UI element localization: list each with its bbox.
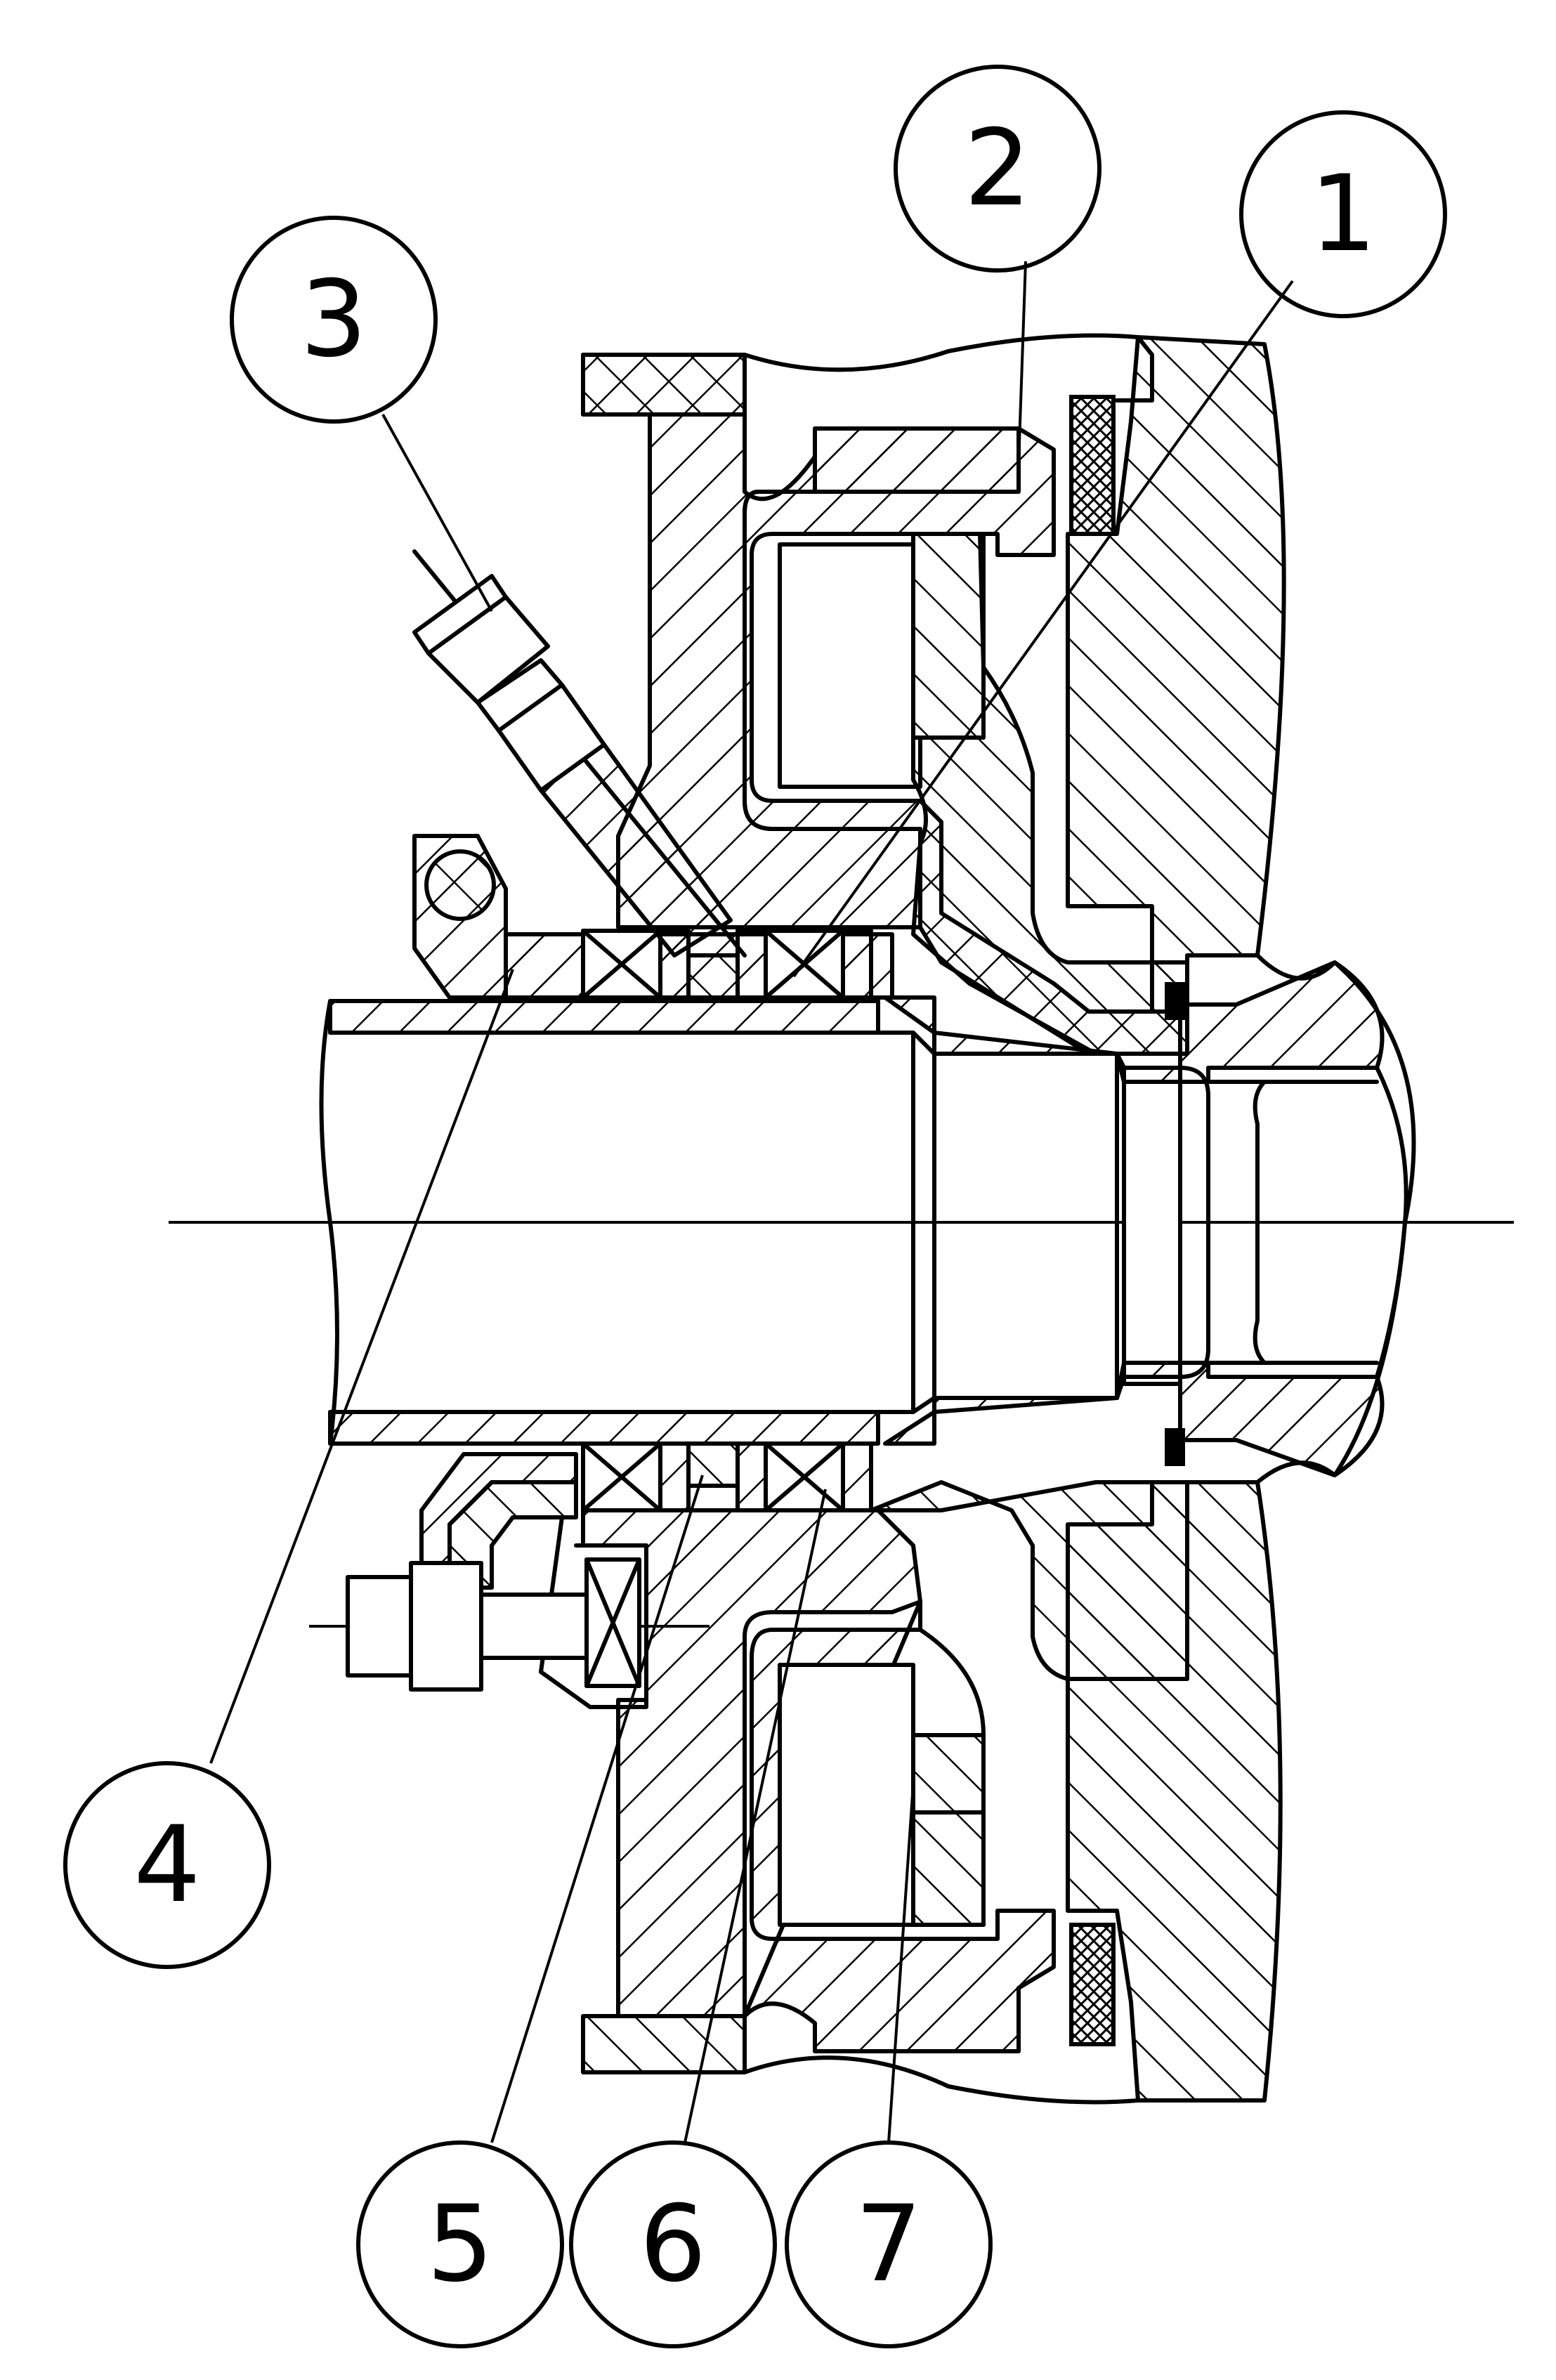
- gasket-lower: [1069, 1923, 1116, 2046]
- shaft-sleeve-upper: [328, 999, 880, 1035]
- balloon-5-label: 5: [426, 2183, 493, 2306]
- balloon-6: 6: [569, 2140, 777, 2348]
- balloon-6-label: 6: [639, 2183, 706, 2306]
- outer-casing-lower: [1066, 1480, 1283, 2103]
- leader-lines: [209, 261, 1294, 2143]
- balloon-7-label: 7: [855, 2183, 922, 2306]
- balloon-7: 7: [785, 2140, 993, 2348]
- outer-casing-middle: [1255, 953, 1416, 1484]
- balloon-2-label: 2: [964, 107, 1031, 230]
- outer-casing-upper: [1066, 335, 1286, 1014]
- gland-bolt: [346, 1557, 641, 1692]
- impeller-hub: [911, 532, 1189, 1056]
- balloon-1-label: 1: [1309, 153, 1376, 275]
- seal-rings-lower: [581, 1441, 873, 1512]
- balloon-4-label: 4: [133, 1804, 200, 1926]
- balloon-3: 3: [230, 216, 438, 424]
- seal-rings-upper: [581, 929, 873, 1000]
- balloon-1: 1: [1239, 110, 1447, 318]
- shaft-sleeve-lower: [328, 1410, 880, 1446]
- balloon-5: 5: [356, 2140, 564, 2348]
- balloon-3-label: 3: [300, 259, 367, 381]
- impeller-nut: [883, 960, 1385, 1477]
- balloon-2: 2: [894, 65, 1101, 273]
- balloon-4: 4: [63, 1761, 271, 1969]
- gasket-upper: [1069, 395, 1116, 536]
